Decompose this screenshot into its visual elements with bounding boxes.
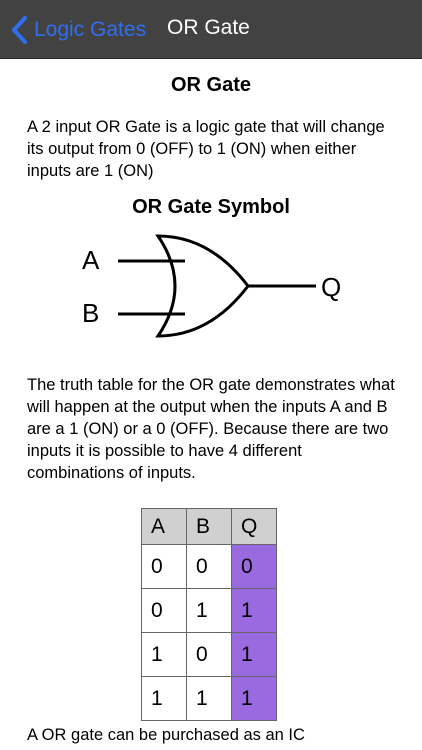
back-button[interactable]: Logic Gates	[8, 10, 146, 50]
input-a-label: A	[82, 245, 100, 275]
table-row: 1 1 1	[141, 676, 277, 721]
cell-q: 0	[231, 544, 277, 589]
table-row: 0 1 1	[141, 588, 277, 633]
header-q: Q	[231, 508, 277, 545]
cell-b: 1	[186, 588, 232, 633]
nav-title: OR Gate	[167, 16, 250, 39]
cell-q: 1	[231, 676, 277, 721]
back-button-label: Logic Gates	[34, 18, 147, 41]
cell-b: 1	[186, 676, 232, 721]
or-gate-body	[155, 234, 250, 338]
cell-a: 0	[141, 588, 187, 633]
truth-table-header-row: A B Q	[141, 508, 277, 545]
page-title: OR Gate	[170, 74, 252, 96]
table-row: 0 0 0	[141, 544, 277, 589]
header-a: A	[141, 508, 187, 545]
cell-a: 1	[141, 632, 187, 677]
chevron-left-icon	[12, 16, 27, 44]
table-row: 1 0 1	[141, 632, 277, 677]
truth-table: A B Q 0 0 0 0 1 1 1 0 1 1 1	[141, 508, 277, 721]
cell-a: 1	[141, 676, 187, 721]
or-gate-symbol: A B Q	[82, 234, 341, 338]
cell-b: 0	[186, 544, 232, 589]
content-scroll-area[interactable]: OR Gate A 2 input OR Gate is a logic gat…	[0, 58, 422, 750]
bottom-paragraph: A OR gate can be purchased as an IC	[27, 726, 305, 744]
cell-q: 1	[231, 588, 277, 633]
cell-a: 0	[141, 544, 187, 589]
intro-paragraph: A 2 input OR Gate is a logic gate that w…	[27, 118, 385, 180]
header-b: B	[186, 508, 232, 545]
truth-table-description: The truth table for the OR gate demonstr…	[27, 376, 395, 482]
output-q-label: Q	[321, 272, 341, 302]
input-b-label: B	[82, 298, 99, 328]
navigation-bar: Logic Gates OR Gate	[0, 0, 422, 59]
cell-b: 0	[186, 632, 232, 677]
cell-q: 1	[231, 632, 277, 677]
symbol-title: OR Gate Symbol	[132, 196, 290, 218]
